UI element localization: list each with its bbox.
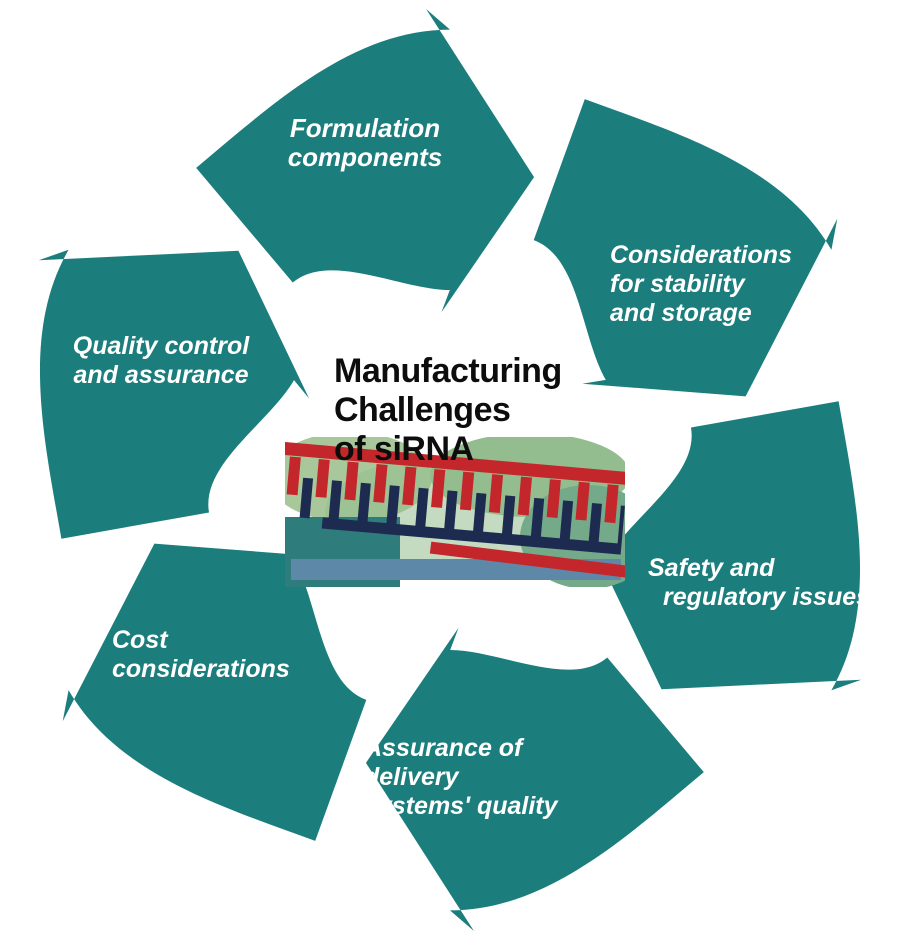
label-line: delivery (364, 763, 459, 791)
label-stability-storage: Considerations for stability and storage (610, 241, 792, 328)
label-line: Safety and (648, 554, 775, 582)
label-line: Cost (112, 626, 168, 654)
sirna-dark-rail (321, 517, 622, 555)
title-line: Challenges (334, 391, 511, 429)
label-line: considerations (112, 655, 290, 683)
label-line: and assurance (73, 361, 249, 389)
label-formulation-components: Formulation components (240, 114, 490, 172)
label-delivery-quality: Assurance of delivery systems' quality (364, 734, 558, 821)
label-line: Formulation (289, 113, 441, 143)
label-quality-control: Quality control and assurance (55, 332, 267, 390)
label-line: components (287, 142, 443, 172)
sirna-dark-teeth (299, 477, 625, 546)
label-line: Quality control (72, 332, 250, 360)
title-line: of siRNA (334, 430, 474, 468)
label-safety-regulatory: Safety and regulatory issues (648, 554, 870, 612)
sirna-background-blobs (285, 437, 625, 587)
label-cost-considerations: Cost considerations (112, 626, 290, 684)
label-line: systems' quality (364, 792, 558, 820)
sirna-red-rail-lower (429, 541, 625, 578)
label-line: for stability (610, 270, 745, 298)
sirna-red-rail (285, 441, 625, 486)
sirna-illustration (285, 437, 625, 587)
label-line: Considerations (610, 241, 792, 269)
label-line: and storage (610, 299, 752, 327)
label-line: Assurance of (364, 734, 523, 762)
diagram-title: Manufacturing Challenges of siRNA (334, 352, 562, 469)
sirna-illustration-graphic (285, 437, 625, 587)
sirna-double-strand (285, 441, 625, 578)
title-line: Manufacturing (334, 352, 562, 390)
label-line: regulatory issues (663, 583, 871, 611)
